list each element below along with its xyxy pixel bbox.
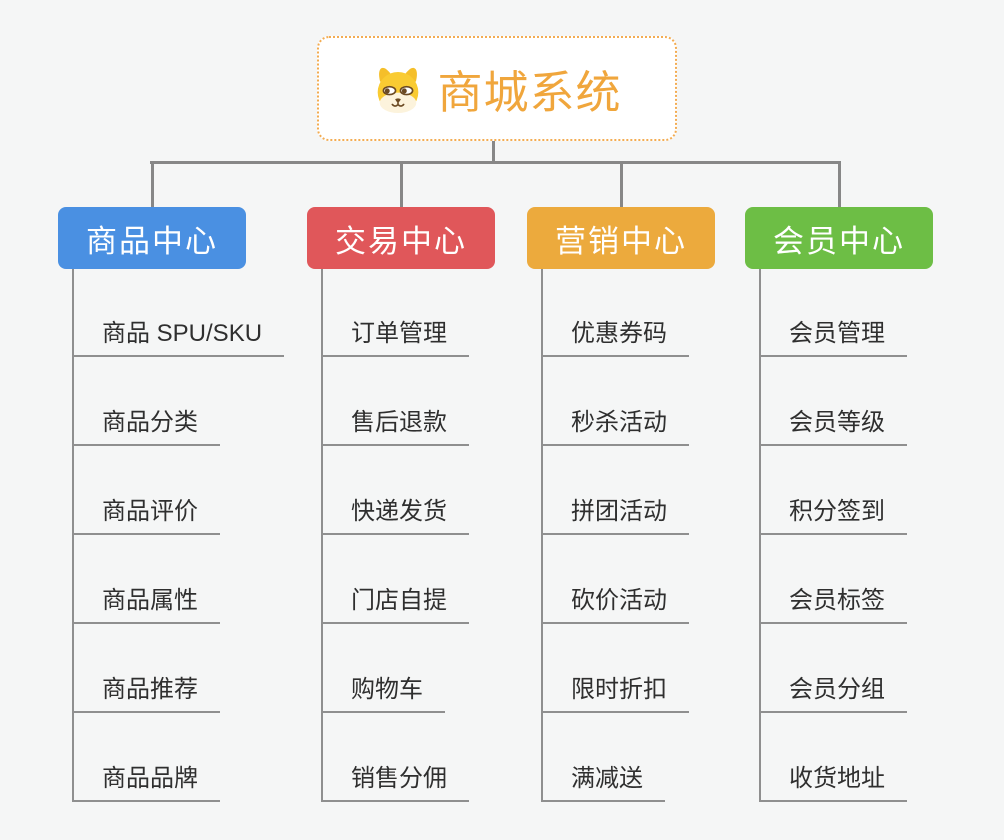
branch-trunk-line	[72, 269, 74, 802]
topic-item[interactable]: 优惠券码	[541, 319, 689, 357]
topic-item[interactable]: 销售分佣	[321, 764, 469, 802]
connector-root-stem	[492, 141, 495, 162]
topic-item[interactable]: 商品品牌	[72, 764, 220, 802]
topic-item[interactable]: 满减送	[541, 764, 665, 802]
root-title: 商城系统	[437, 67, 622, 118]
branch-node-2[interactable]: 营销中心	[527, 207, 715, 269]
topic-item[interactable]: 商品属性	[72, 586, 220, 624]
topic-item[interactable]: 订单管理	[321, 319, 469, 357]
connector-drop	[150, 161, 154, 207]
topic-item[interactable]: 会员管理	[759, 319, 907, 357]
branch-trunk-line	[321, 269, 323, 802]
connector-bus	[150, 161, 840, 164]
topic-item[interactable]: 快递发货	[321, 497, 469, 535]
topic-item[interactable]: 商品 SPU/SKU	[72, 319, 285, 357]
branch-node-0[interactable]: 商品中心	[58, 207, 246, 269]
topic-item[interactable]: 门店自提	[321, 586, 469, 624]
topic-item[interactable]: 商品推荐	[72, 675, 220, 713]
topic-item[interactable]: 积分签到	[759, 497, 907, 535]
root-node[interactable]: 商城系统	[317, 36, 677, 141]
topic-item[interactable]: 商品分类	[72, 408, 220, 446]
topic-item[interactable]: 收货地址	[759, 764, 907, 802]
topic-item[interactable]: 售后退款	[321, 408, 469, 446]
topic-item[interactable]: 限时折扣	[541, 675, 689, 713]
dog-face-icon	[378, 67, 419, 113]
topic-item[interactable]: 会员等级	[759, 408, 907, 446]
topic-item[interactable]: 购物车	[321, 675, 445, 713]
connector-drop	[399, 161, 403, 207]
topic-item[interactable]: 秒杀活动	[541, 408, 689, 446]
topic-item[interactable]: 砍价活动	[541, 586, 689, 624]
branch-trunk-line	[759, 269, 761, 802]
connector-drop	[619, 161, 623, 207]
topic-item[interactable]: 拼团活动	[541, 497, 689, 535]
topic-item[interactable]: 会员标签	[759, 586, 907, 624]
branch-trunk-line	[541, 269, 543, 802]
branch-node-1[interactable]: 交易中心	[307, 207, 495, 269]
connector-drop	[837, 161, 841, 207]
topic-item[interactable]: 会员分组	[759, 675, 907, 713]
topic-item[interactable]: 商品评价	[72, 497, 220, 535]
branch-node-3[interactable]: 会员中心	[745, 207, 933, 269]
